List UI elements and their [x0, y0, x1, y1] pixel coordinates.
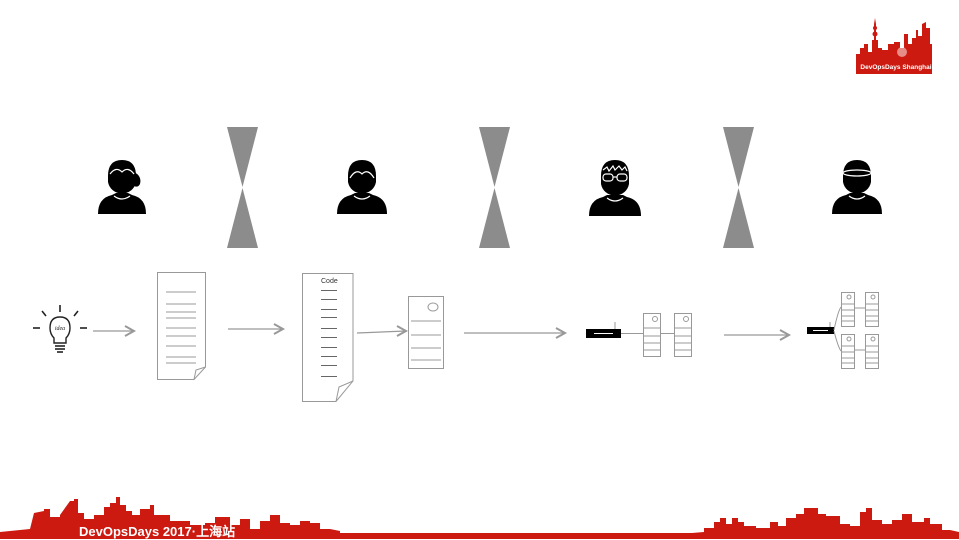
hourglass-wall-icon — [227, 127, 258, 248]
arrow-test-to-prod — [724, 328, 792, 342]
barrier-wall-3 — [723, 127, 754, 248]
role-developer — [335, 158, 389, 216]
footer-event-title: DevOpsDays 2017·上海站 — [79, 524, 236, 539]
logo-text: DevOpsDays Shanghai — [860, 64, 932, 71]
arrow-right-icon — [356, 325, 409, 337]
arrow-code-to-build — [356, 325, 409, 339]
server-icon — [408, 296, 444, 369]
city-skyline-icon — [680, 508, 959, 539]
footer-skyline-right — [680, 500, 959, 539]
arrow-right-icon — [464, 327, 568, 339]
man-icon — [337, 160, 387, 214]
role-tester — [587, 158, 643, 218]
code-label: Code — [321, 278, 338, 285]
skyline-logo-icon — [856, 18, 932, 74]
test-environment — [586, 312, 694, 358]
hourglass-wall-icon — [479, 127, 510, 248]
production-cluster — [807, 291, 881, 370]
code-document: Code — [302, 273, 354, 403]
requirements-document — [157, 272, 207, 380]
switch-servers-icon — [586, 313, 692, 357]
role-operator — [830, 158, 884, 216]
arrow-doc-to-code — [228, 322, 286, 336]
man-cap-icon — [832, 160, 882, 214]
idea-text: idea — [55, 326, 65, 332]
arrow-idea-to-doc — [93, 324, 137, 338]
build-server — [408, 296, 444, 369]
arrow-right-icon — [724, 329, 792, 341]
barrier-wall-1 — [227, 127, 258, 248]
document-icon — [157, 272, 206, 380]
man-glasses-icon — [589, 160, 641, 216]
footer-bar — [0, 533, 959, 539]
server-cluster-icon — [807, 292, 879, 369]
arrow-right-icon — [93, 325, 137, 337]
barrier-wall-2 — [479, 127, 510, 248]
lightbulb-icon: idea — [33, 305, 87, 353]
hourglass-wall-icon — [723, 127, 754, 248]
role-product-person — [96, 158, 148, 216]
idea-lightbulb: idea — [33, 303, 87, 359]
arrow-build-to-test — [464, 326, 568, 340]
woman-icon — [98, 160, 146, 214]
arrow-right-icon — [228, 323, 286, 335]
code-file-icon — [302, 273, 354, 402]
devopsdays-shanghai-logo: DevOpsDays Shanghai — [852, 14, 936, 74]
